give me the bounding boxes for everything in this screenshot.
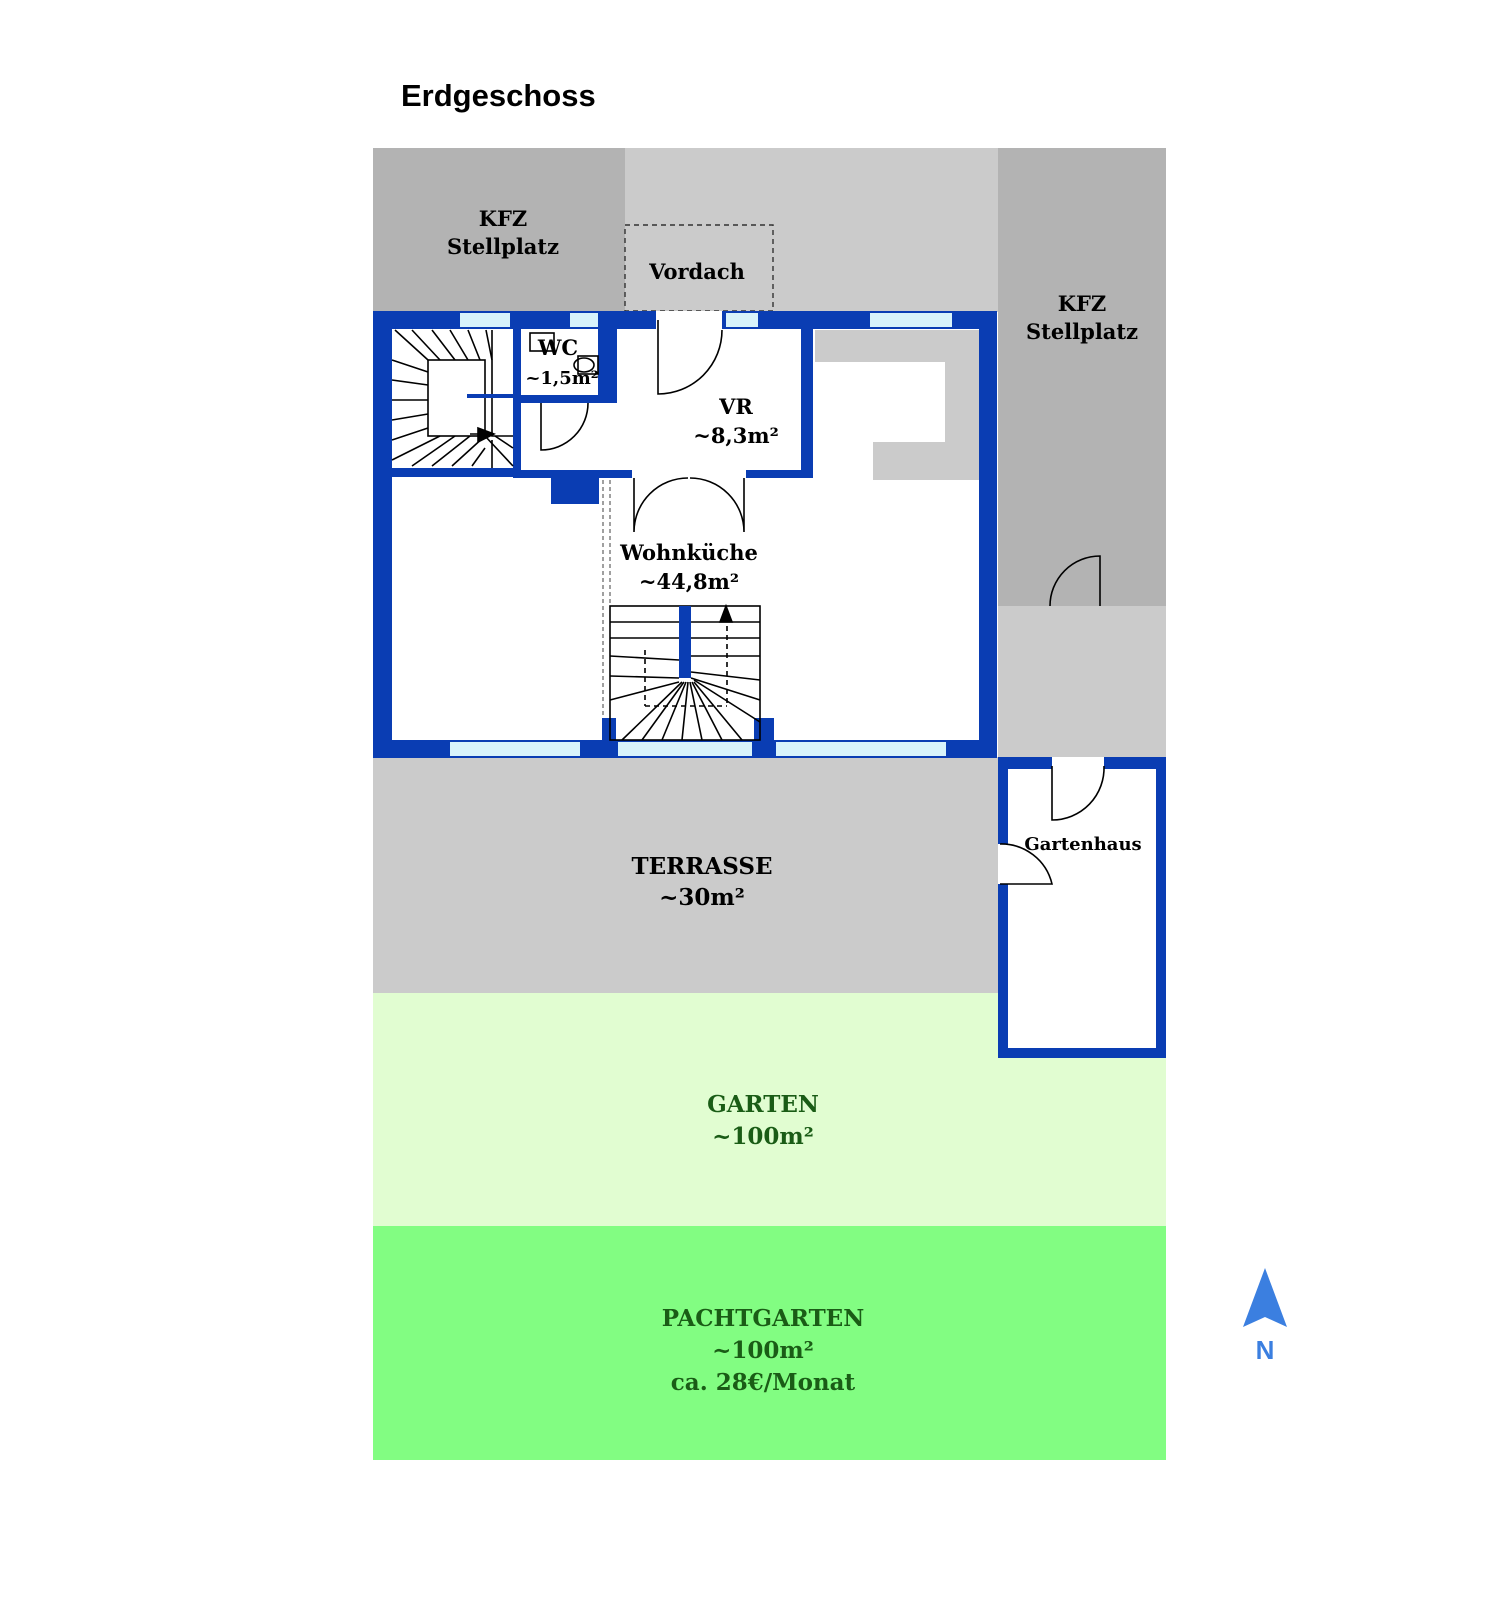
- label-wc: WC: [537, 335, 578, 360]
- north-arrow-icon: [1243, 1268, 1287, 1327]
- label-kfz-right: KFZ: [1058, 291, 1107, 316]
- label-vr: VR: [718, 394, 753, 419]
- north-label: N: [1256, 1335, 1275, 1365]
- door-openings: [632, 311, 746, 479]
- lease-garden-area: [373, 1226, 1166, 1460]
- kitchen-counter: [815, 330, 983, 480]
- label-pachtgarten: PACHTGARTEN: [662, 1305, 865, 1332]
- label-wohnkueche-area: ~44,8m²: [639, 569, 739, 594]
- windows: [450, 313, 952, 756]
- label-wc-area: ~1,5m²: [525, 368, 598, 389]
- label-wohnkueche: Wohnküche: [619, 540, 758, 565]
- entrance-area: [625, 148, 998, 312]
- stair-living: [602, 480, 761, 741]
- wc-fixtures: [529, 332, 599, 375]
- label-vr-area: ~8,3m²: [693, 423, 779, 448]
- terrace-area: [373, 757, 998, 993]
- label-garten-area: ~100m²: [712, 1123, 814, 1150]
- parking-left-area: [373, 148, 625, 312]
- label-kfz-left: KFZ: [479, 206, 528, 231]
- label-garten: GARTEN: [707, 1091, 819, 1118]
- label-vordach: Vordach: [648, 259, 745, 284]
- floor-title: Erdgeschoss: [401, 78, 596, 113]
- label-terrasse: TERRASSE: [632, 853, 773, 880]
- garden-shed: [998, 757, 1166, 1058]
- label-kfz-right-2: Stellplatz: [1026, 319, 1138, 344]
- label-pachtgarten-price: ca. 28€/Monat: [671, 1369, 856, 1396]
- label-terrasse-area: ~30m²: [659, 884, 745, 911]
- label-pachtgarten-area: ~100m²: [712, 1337, 814, 1364]
- label-gartenhaus: Gartenhaus: [1024, 834, 1141, 855]
- parking-right-area: [998, 148, 1166, 606]
- label-kfz-left-2: Stellplatz: [447, 234, 559, 259]
- stair-upper-left: [391, 329, 514, 468]
- side-path-area: [998, 606, 1166, 759]
